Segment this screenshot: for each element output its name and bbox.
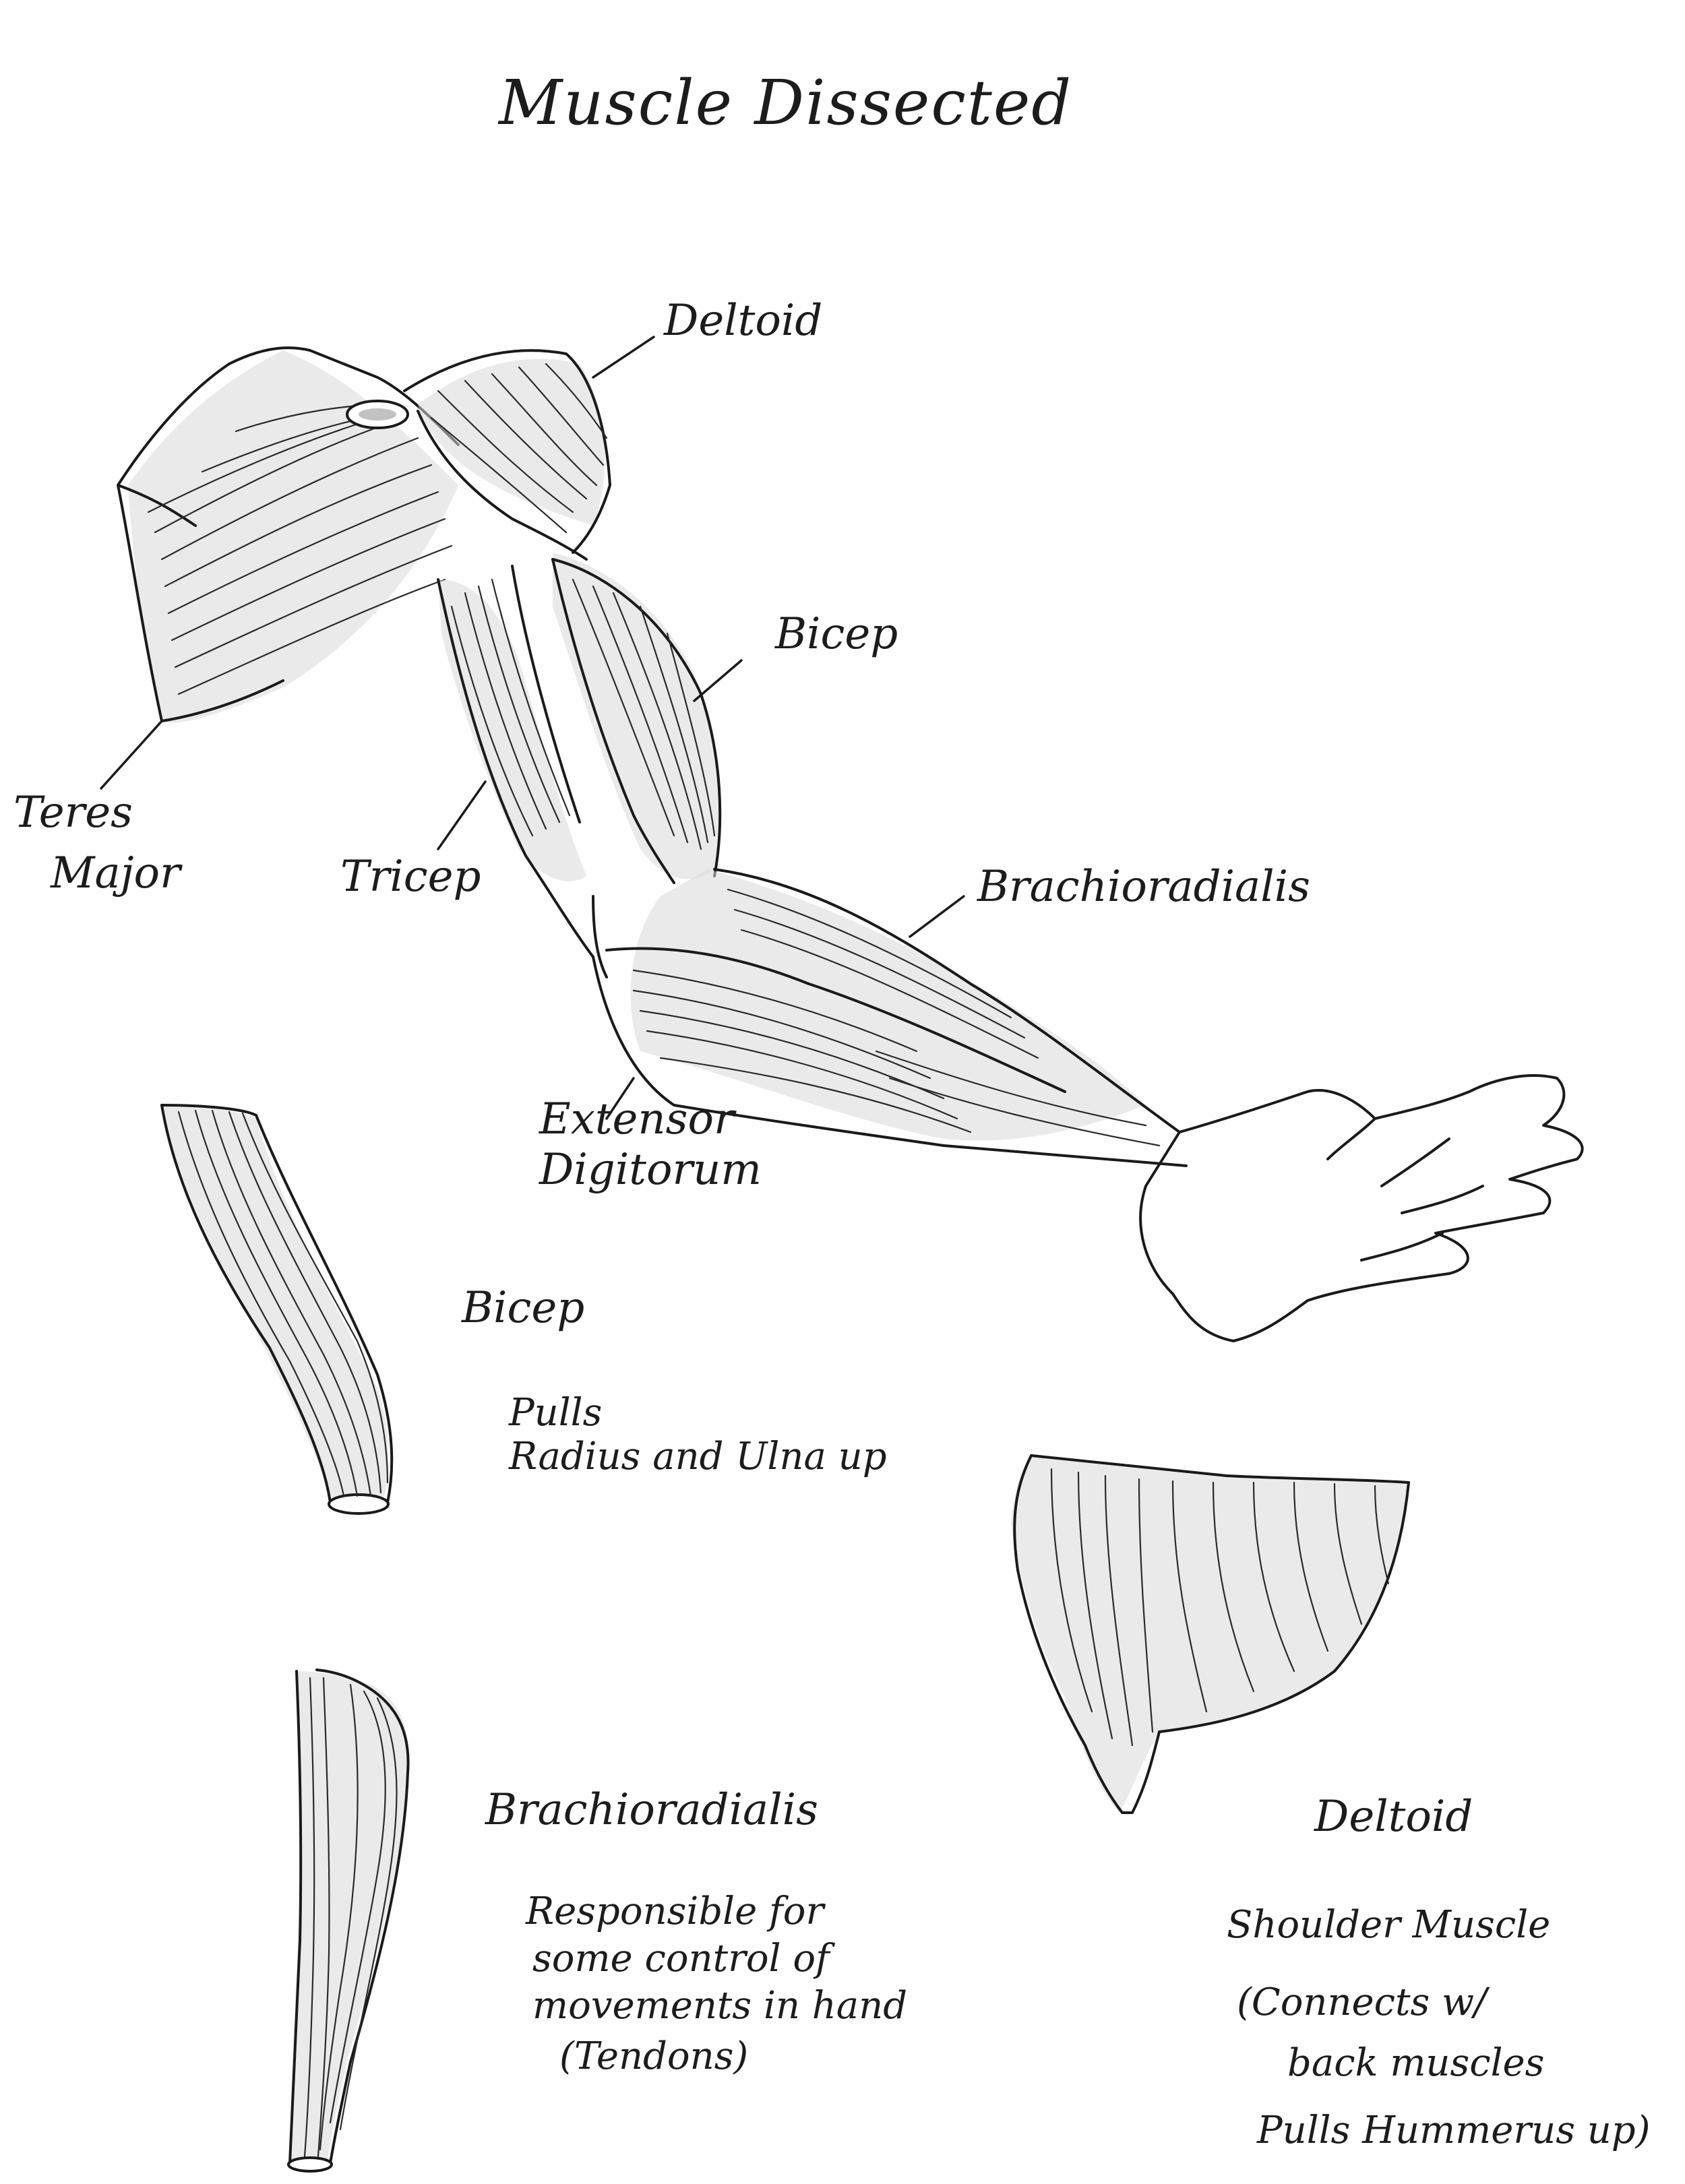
label-tricep: Tricep: [340, 852, 481, 902]
detail-deltoid-desc-line2: (Connects w/: [1237, 1980, 1487, 2024]
label-teres-major-line1: Teres: [13, 788, 133, 838]
hand-outline: [1139, 1074, 1584, 1342]
detail-brachioradialis-desc-line4: (Tendons): [559, 2034, 749, 2078]
deltoid-muscle: [346, 349, 611, 561]
label-extensor-line2: Digitorum: [539, 1145, 762, 1195]
detail-deltoid-desc-line4: Pulls Hummerus up): [1257, 2109, 1651, 2152]
detail-brachioradialis-drawing: [287, 1668, 410, 2173]
detail-deltoid-desc-line1: Shoulder Muscle: [1227, 1903, 1551, 1947]
detail-brachioradialis-title: Brachioradialis: [485, 1785, 818, 1835]
detail-deltoid-desc-line3: back muscles: [1287, 2041, 1545, 2085]
bicep-muscle: [551, 553, 722, 884]
detail-brachioradialis-desc-line3: movements in hand: [532, 1984, 908, 2028]
detail-bicep-drawing: [160, 1104, 394, 1515]
main-arm-drawing: [100, 336, 1584, 1342]
leader-brachioradialis: [909, 895, 965, 938]
page-title: Muscle Dissected: [499, 67, 1073, 139]
teres-major-muscle: [117, 346, 460, 723]
leader-tricep: [437, 780, 487, 850]
tricep-muscle: [437, 565, 594, 958]
detail-deltoid-drawing: [1011, 1454, 1410, 1814]
detail-brachioradialis-desc-line2: some control of: [532, 1937, 830, 1980]
detail-bicep-desc-line2: Radius and Ulna up: [509, 1435, 887, 1478]
detail-deltoid-title: Deltoid: [1314, 1792, 1473, 1842]
leader-deltoid: [592, 336, 655, 379]
detail-bicep-title: Bicep: [462, 1283, 585, 1333]
detail-bicep-desc-line1: Pulls: [509, 1391, 603, 1435]
leader-teres-major: [100, 720, 163, 790]
label-brachioradialis: Brachioradialis: [977, 862, 1310, 912]
forearm-muscles: [592, 868, 1188, 1167]
leader-extensor: [605, 1077, 635, 1120]
label-extensor-line1: Extensor: [539, 1094, 735, 1144]
leader-bicep: [693, 659, 743, 702]
label-bicep: Bicep: [775, 609, 898, 659]
detail-brachioradialis-desc-line1: Responsible for: [526, 1890, 824, 1933]
label-deltoid: Deltoid: [664, 296, 823, 346]
label-teres-major-line2: Major: [51, 848, 181, 898]
